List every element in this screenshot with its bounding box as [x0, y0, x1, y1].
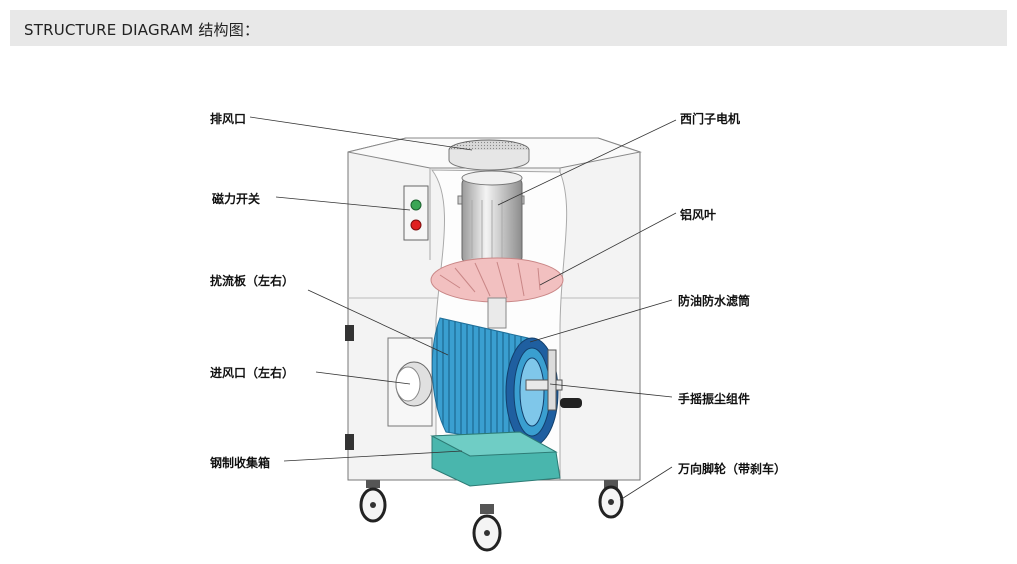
label-casters: 万向脚轮（带刹车）	[678, 462, 787, 476]
label-siemens-motor: 西门子电机	[680, 112, 741, 126]
leader-lines	[249, 116, 677, 501]
section-header: STRUCTURE DIAGRAM 结构图：	[10, 10, 1007, 46]
latch-lower	[345, 434, 354, 450]
motor	[457, 170, 525, 264]
latch-upper	[345, 325, 354, 341]
magnetic-switch	[403, 185, 429, 241]
label-shaker-assembly: 手摇振尘组件	[678, 392, 751, 406]
caster-front-left	[359, 480, 387, 523]
aluminum-impeller	[430, 257, 564, 329]
air-inlet	[387, 337, 433, 427]
label-exhaust-outlet: 排风口	[210, 112, 247, 126]
label-steel-bin: 钢制收集箱	[210, 456, 271, 470]
label-magnetic-switch: 磁力开关	[212, 192, 261, 206]
steel-collection-bin	[430, 431, 561, 487]
section-title: STRUCTURE DIAGRAM 结构图：	[24, 21, 260, 39]
stop-button	[410, 219, 422, 231]
label-baffle: 扰流板（左右）	[210, 274, 295, 288]
label-filter-cartridge: 防油防水滤筒	[678, 294, 751, 308]
caster-front-center	[472, 504, 502, 552]
label-aluminum-impeller: 铝风叶	[680, 208, 717, 222]
start-button	[410, 199, 422, 211]
label-air-inlet: 进风口（左右）	[210, 366, 295, 380]
exhaust-outlet	[448, 139, 530, 171]
caster-rear-right	[598, 480, 624, 519]
filter-cartridge	[431, 317, 559, 447]
